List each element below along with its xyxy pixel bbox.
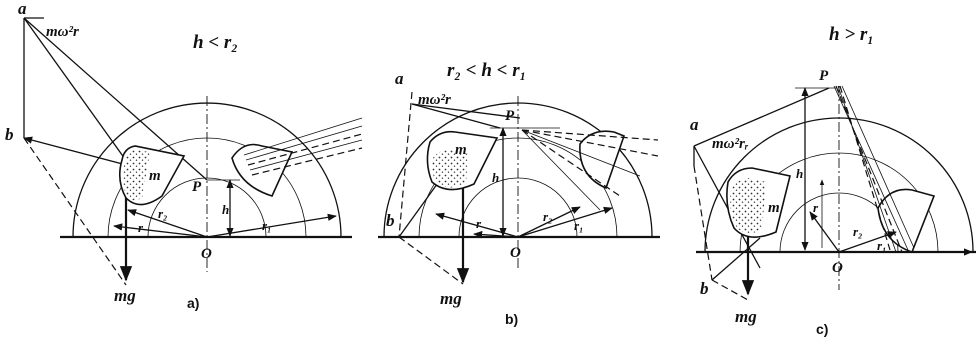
r1-vector [206,213,337,238]
spray-line [521,129,621,197]
r2-vector [517,206,581,238]
label-P: P [819,68,829,84]
label-h: h [222,202,229,217]
b-ray [23,136,131,167]
label-m: m [149,168,161,184]
label-mg: mg [735,307,757,326]
centrifugal-vector [23,17,131,167]
impact-lobe [231,143,294,197]
fall-line [833,85,909,251]
r1-vector [517,206,613,238]
triangle-side [398,236,464,285]
label-h: h [492,170,499,185]
spray-line [521,129,601,211]
material-dots [122,150,150,201]
material-dots [432,150,468,188]
label-b: b [386,211,395,230]
fall-line [835,85,903,253]
b-ray [711,237,761,281]
label-b: b [700,279,709,298]
label-r2: r₂ [543,209,553,224]
triangle-side [23,137,127,286]
spray-line [243,117,363,156]
r-vector [809,211,840,253]
label-mg: mg [440,289,462,308]
resultant [398,91,413,238]
trajectory-line [411,103,501,129]
r-vector [113,223,208,238]
centrifugal-vector [411,103,521,119]
label-m: m [768,200,780,216]
label-force: mω²rᵣ [712,136,749,152]
label-r1: r₁ [877,238,887,253]
label-P: P [505,108,515,124]
panel-caption: a) [187,295,199,311]
label-a: a [690,115,699,134]
material-dots [730,178,766,234]
label-a: a [18,0,27,18]
label-r2: r₂ [158,206,168,221]
panel-a: a mω²r b m P h r₂ r r₁ O mg h < r₂ a) [5,0,363,311]
label-P: P [192,179,202,195]
label-r: r [476,216,482,231]
spray-line [245,125,363,161]
triangle-b-side [693,165,713,281]
panel-caption: b) [505,311,518,327]
spray-line [521,129,641,177]
label-r1: r₁ [574,218,584,233]
panel-condition: h > r₁ [829,24,874,45]
label-force: mω²r [46,24,79,40]
label-m: m [455,142,467,158]
label-r: r [813,200,819,215]
label-O: O [832,260,843,276]
label-force: mω²r [418,92,451,108]
triangle-side [711,279,749,301]
b-ray [398,179,441,238]
label-h: h [796,166,803,181]
spray-line [249,139,363,171]
label-r: r [138,220,144,235]
fall-line [837,85,897,253]
fall-line [841,85,915,249]
fall-line [839,85,891,251]
spray-line [521,129,659,141]
label-O: O [510,245,521,261]
label-O: O [201,246,212,262]
label-mg: mg [114,286,136,305]
r2-vector [127,209,208,238]
panel-c: a mω²rᵣ b m P h r r₂ r₁ O mg h > r₁ c) [690,24,976,337]
label-r1: r₁ [262,218,272,233]
impact-lobe [579,130,626,190]
label-r2: r₂ [853,224,863,239]
panel-caption: c) [816,321,828,337]
r2-vector [838,231,897,253]
trajectory-line [23,17,208,181]
label-b: b [5,125,14,144]
panel-condition: h < r₂ [193,32,238,53]
spray-line [521,129,659,157]
r-vector [435,212,519,238]
spray-line [251,147,363,176]
inner-arc [147,177,267,238]
spray-line [247,133,363,166]
label-a: a [395,69,404,88]
r-inner-vector [473,230,519,239]
panel-condition: r₂ < h < r₁ [447,60,526,81]
panel-b: a mω²r b m P h r r₂ r₁ O mg r₂ < h < r₁ … [378,60,660,327]
